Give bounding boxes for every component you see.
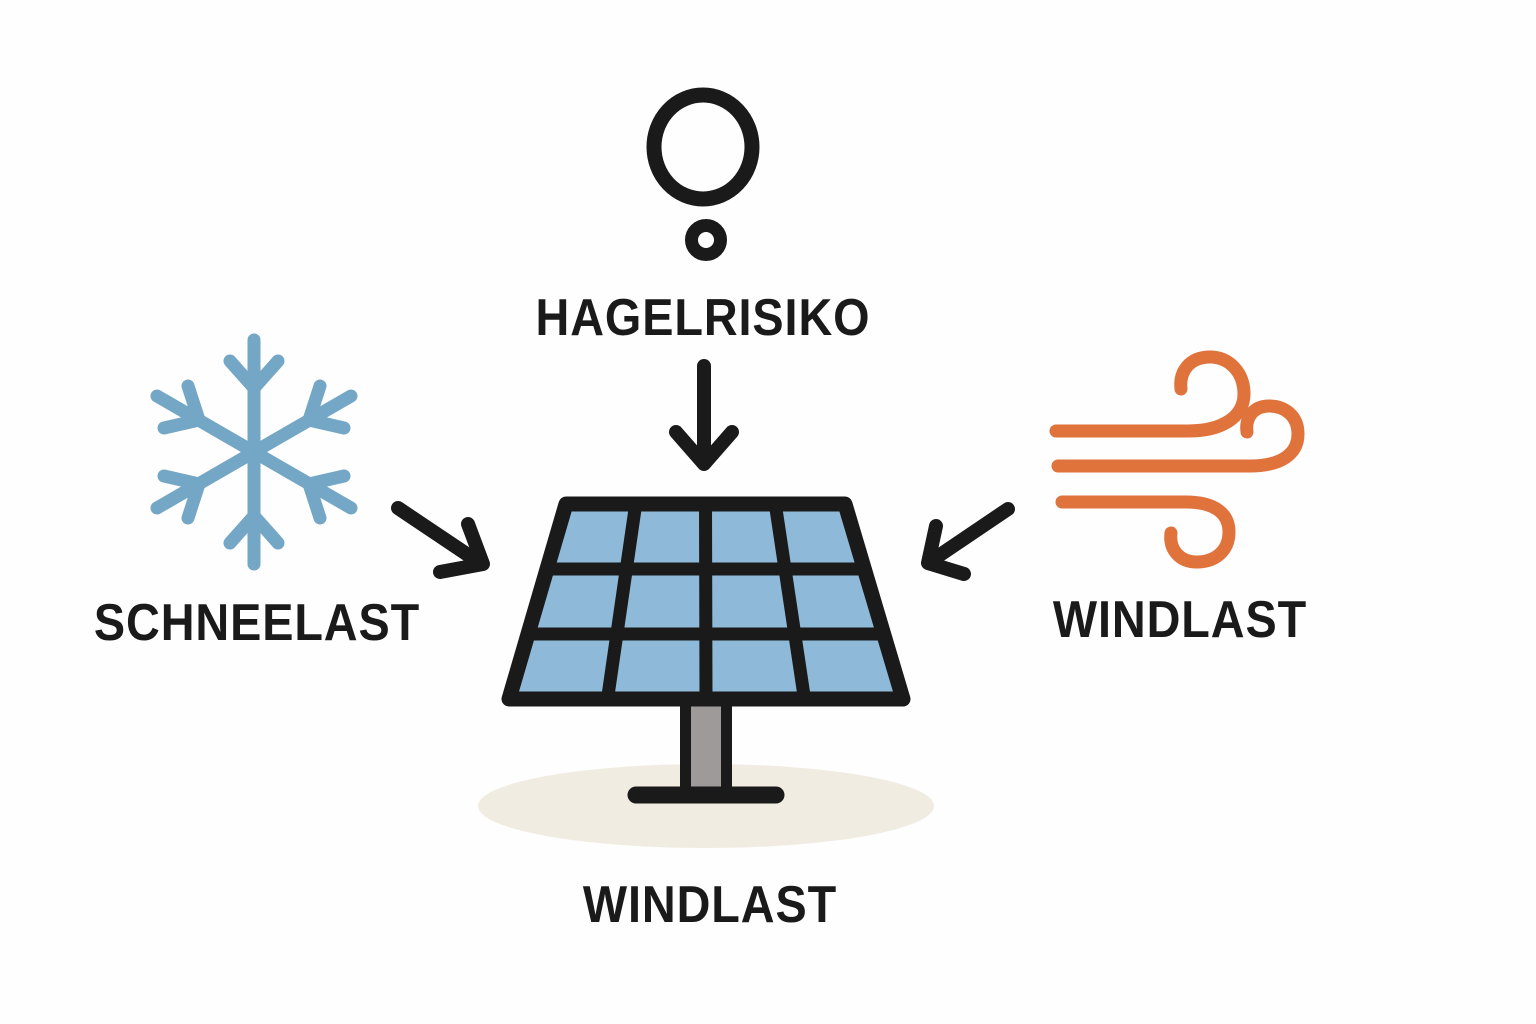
wind-gust-top [1049,350,1251,438]
panel-pole [680,694,732,799]
hail-large-circle [646,87,760,207]
solar-panel-icon [501,496,911,804]
hail-small-circle [685,219,727,261]
panel-grid [528,503,884,700]
hail-circles-icon [646,87,760,261]
snow-label: SCHNEELAST [93,594,421,652]
snowflake-icon [150,333,358,571]
bottom-label: WINDLAST [582,876,838,934]
wind-label: WINDLAST [1052,591,1308,649]
arrow-down-icon [669,359,739,471]
ground-shadow [478,764,934,848]
wind-gust-middle [1051,399,1305,473]
wind-gusts-icon [1049,350,1305,569]
wind-gust-bottom [1055,495,1236,569]
hail-label: HAGELRISIKO [535,289,871,347]
arrows [391,359,1015,581]
arrow-down-left-icon [921,502,1015,581]
arrow-down-right-icon [391,501,490,579]
